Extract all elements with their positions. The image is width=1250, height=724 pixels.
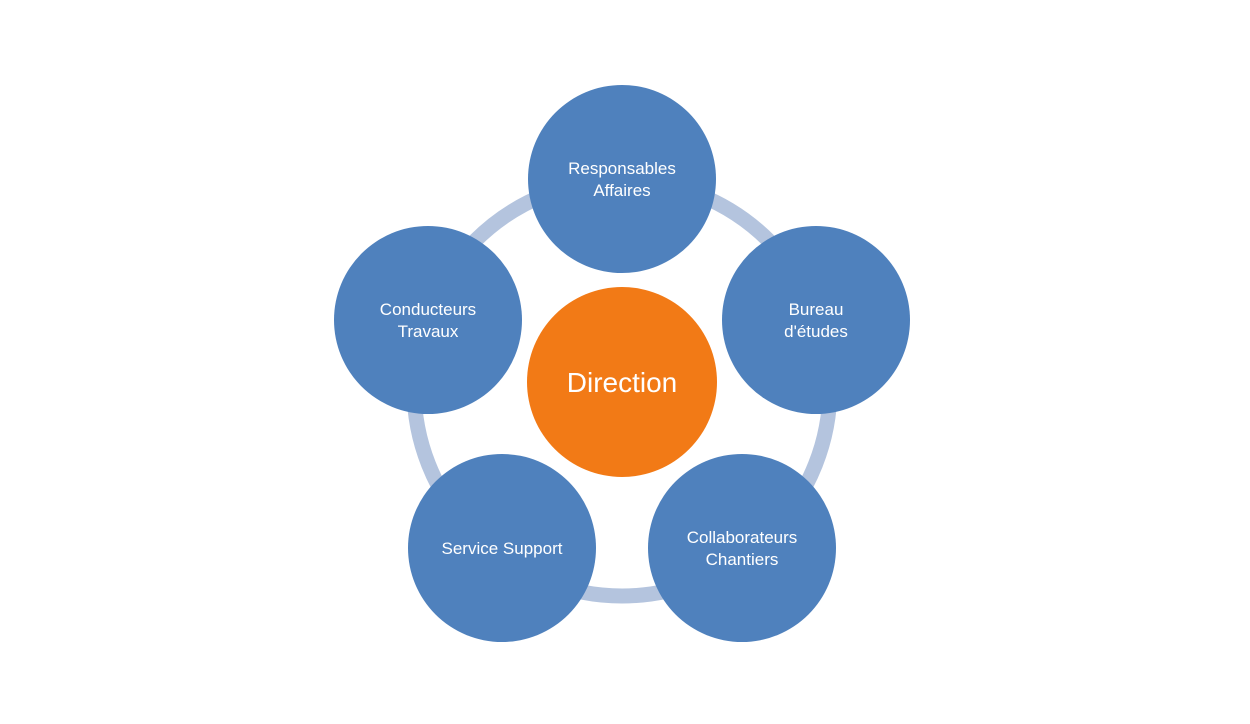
node-circle <box>648 454 836 642</box>
outer-node: Service Support <box>408 454 596 642</box>
center-circle <box>527 287 717 477</box>
node-label: Affaires <box>593 181 650 200</box>
node-label: Bureau <box>789 300 844 319</box>
node-label: Responsables <box>568 159 676 178</box>
center-node: Direction <box>527 287 717 477</box>
outer-node: Bureau d'études <box>722 226 910 414</box>
node-circle <box>408 454 596 642</box>
node-label: Conducteurs <box>380 300 476 319</box>
node-label: Travaux <box>398 322 459 341</box>
node-circle <box>528 85 716 273</box>
node-label: Chantiers <box>706 550 779 569</box>
node-circle <box>722 226 910 414</box>
center-label: Direction <box>567 367 677 398</box>
node-label: Collaborateurs <box>687 528 798 547</box>
node-label: d'études <box>784 322 848 341</box>
node-label: Service Support <box>442 539 563 558</box>
node-circle <box>334 226 522 414</box>
